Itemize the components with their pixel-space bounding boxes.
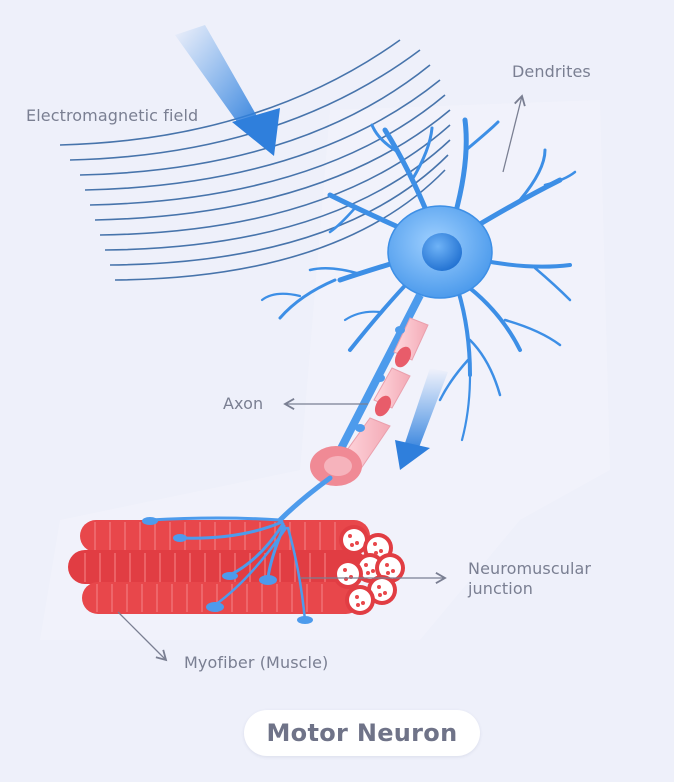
label-nmj-line2: junction <box>468 579 533 598</box>
label-axon: Axon <box>223 394 264 413</box>
diagram-title: Motor Neuron <box>266 719 458 747</box>
myofiber-bundle <box>68 520 405 615</box>
label-neuromuscular-junction: Neuromuscular junction <box>468 559 628 599</box>
nerve-terminal-branches <box>148 475 333 622</box>
myofiber-pointer-arrow <box>117 611 168 662</box>
axon-core <box>326 293 424 472</box>
axon-terminal-inner <box>324 456 352 476</box>
label-electromagnetic-field: Electromagnetic field <box>26 106 199 125</box>
signal-beam-arrow <box>395 368 448 470</box>
electromagnetic-field-lines <box>59 39 451 281</box>
label-myofiber: Myofiber (Muscle) <box>184 653 329 672</box>
title-pill: Motor Neuron <box>244 710 480 756</box>
neuron-nucleus <box>422 233 462 271</box>
neuromuscular-junction-endplates <box>142 517 313 624</box>
dendrites-pointer-arrow <box>502 94 526 173</box>
label-nmj-line1: Neuromuscular <box>468 559 592 578</box>
electromagnetic-beam-arrow <box>175 25 280 156</box>
label-dendrites: Dendrites <box>512 62 591 81</box>
